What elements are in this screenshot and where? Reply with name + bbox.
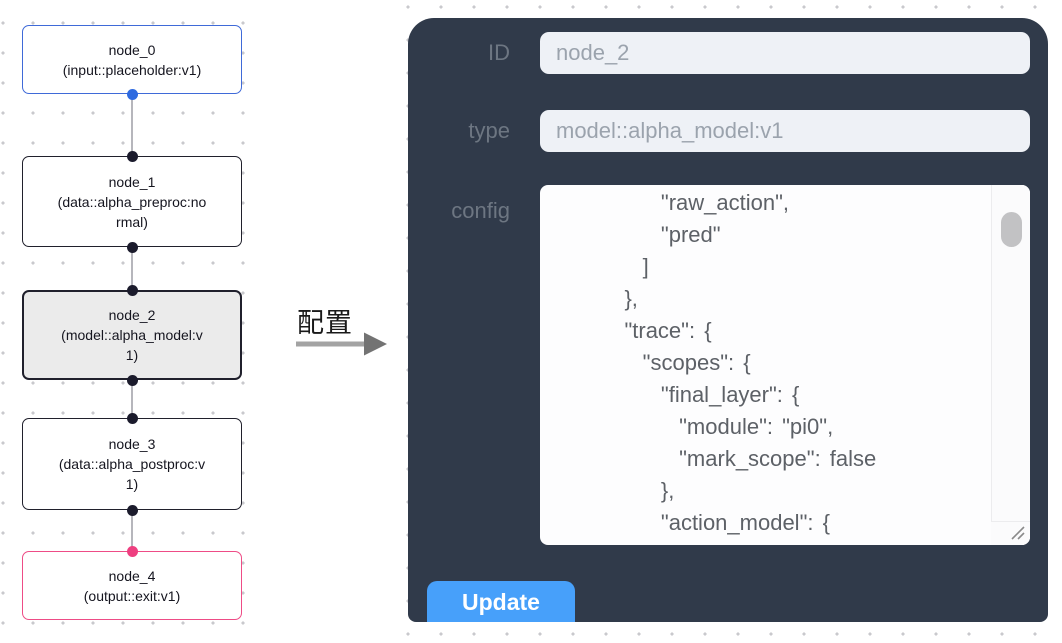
node-type-label: (data::alpha_postproc:v1) (58, 456, 206, 492)
node_2-target-handle[interactable] (126, 284, 138, 296)
node_0-source-handle[interactable] (126, 88, 138, 100)
node-config-panel: ID type config "raw_action", "pred" ] },… (408, 18, 1048, 622)
node-type-label: (model::alpha_model:v1) (61, 327, 203, 363)
flow-node-node_2-selected[interactable]: node_2(model::alpha_model:v1) (22, 290, 242, 380)
config-scrollbar-thumb[interactable] (1001, 212, 1022, 247)
node-label: node_4(output::exit:v1) (57, 566, 207, 606)
node-name: node_0 (108, 41, 156, 58)
edge-node2-node3 (131, 380, 133, 418)
node_3-source-handle[interactable] (126, 504, 138, 516)
flow-node-node_0[interactable]: node_0(input::placeholder:v1) (22, 25, 242, 94)
node-name: node_2 (108, 307, 156, 323)
node_3-target-handle[interactable] (126, 412, 138, 424)
node-name: node_4 (108, 567, 156, 584)
node-label: node_1(data::alpha_preproc:normal) (57, 172, 207, 232)
node_1-source-handle[interactable] (126, 241, 138, 253)
id-field-label: ID (488, 40, 510, 65)
config-scroll-corner (991, 521, 1030, 545)
config-editor: "raw_action", "pred" ] }, "trace": { "sc… (540, 185, 1030, 545)
edge-node1-node2 (131, 247, 133, 290)
node-type-label: (data::alpha_preproc:normal) (57, 193, 207, 230)
edge-node0-node1 (131, 94, 133, 156)
right-arrow-icon (296, 332, 387, 356)
id-input[interactable] (540, 32, 1030, 74)
node_4-target-handle[interactable] (126, 545, 138, 557)
config-textarea[interactable]: "raw_action", "pred" ] }, "trace": { "sc… (540, 185, 1030, 545)
node-type-label: (input::placeholder:v1) (62, 61, 202, 78)
node-name: node_1 (108, 173, 156, 190)
node-label: node_3(data::alpha_postproc:v1) (57, 434, 207, 494)
update-button[interactable]: Update (427, 581, 575, 622)
transition-label: 配置 (297, 308, 353, 338)
edge-node3-node4 (131, 510, 133, 551)
node_2-source-handle[interactable] (126, 374, 138, 386)
flow-node-node_4[interactable]: node_4(output::exit:v1) (22, 551, 242, 620)
flow-node-node_3[interactable]: node_3(data::alpha_postproc:v1) (22, 418, 242, 510)
node-type-label: (output::exit:v1) (83, 587, 181, 604)
node-label: node_2(model::alpha_model:v1) (57, 305, 207, 365)
node-name: node_3 (108, 436, 156, 452)
config-field-label: config (451, 198, 510, 223)
flow-node-node_1[interactable]: node_1(data::alpha_preproc:normal) (22, 156, 242, 247)
type-input[interactable] (540, 110, 1030, 152)
node_1-target-handle[interactable] (126, 150, 138, 162)
config-scrollbar-track[interactable] (991, 185, 1030, 545)
type-field-label: type (468, 118, 510, 143)
node-label: node_0(input::placeholder:v1) (57, 40, 207, 80)
resize-handle-icon[interactable] (1007, 522, 1027, 542)
